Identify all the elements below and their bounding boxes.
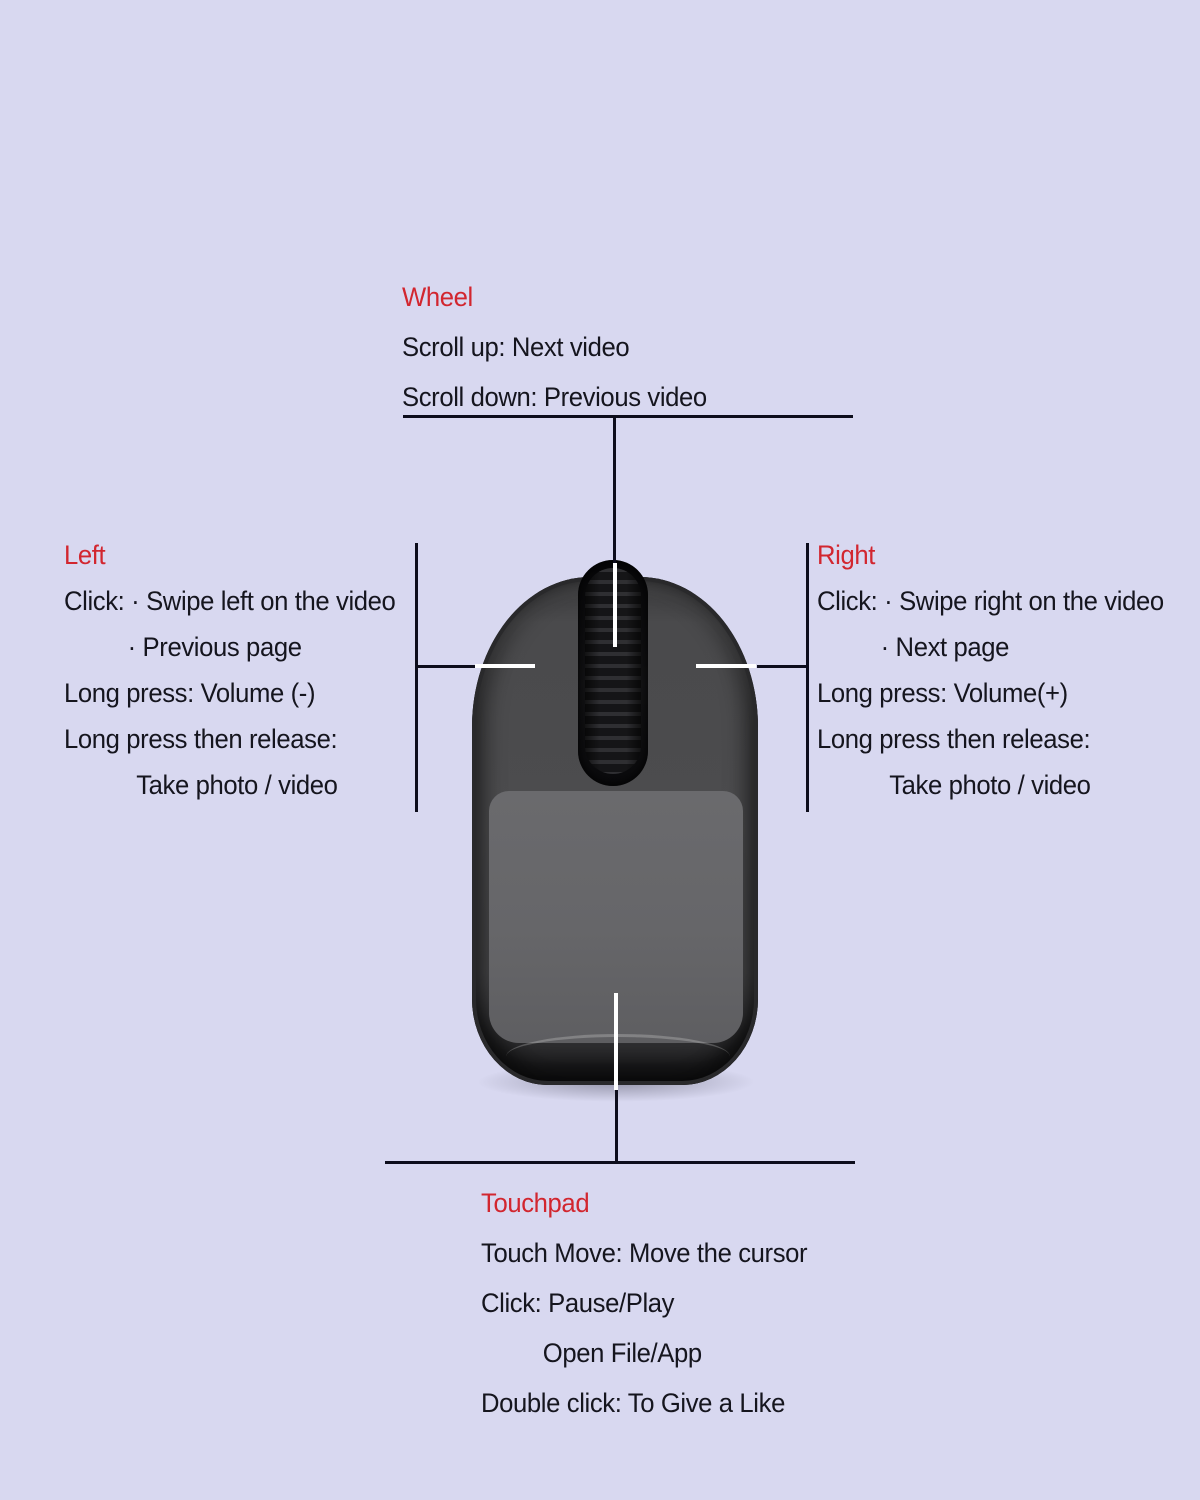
right-title: Right — [817, 540, 875, 570]
wheel-connector-vertical — [613, 418, 616, 565]
left-connector-vertical — [415, 543, 418, 812]
touchpad-connector-horizontal — [385, 1161, 855, 1164]
right-button-annotation: Right Click: · Swipe right on the video … — [817, 532, 1164, 808]
left-button-annotation: Left Click: · Swipe left on the video · … — [64, 532, 396, 808]
right-line: Long press: Volume(+) — [817, 678, 1068, 708]
touchpad-annotation: Touchpad Touch Move: Move the cursor Cli… — [481, 1178, 808, 1428]
left-line: · Previous page — [127, 632, 302, 662]
wheel-connector-horizontal — [403, 415, 853, 418]
right-button-pointer-line — [696, 664, 756, 668]
wheel-line: Scroll up: Next video — [402, 332, 630, 362]
touchpad-pointer-line — [614, 993, 618, 1090]
touchpad-line: Double click: To Give a Like — [481, 1388, 785, 1418]
left-button-pointer-line — [475, 664, 535, 668]
right-line: Click: · Swipe right on the video — [817, 586, 1164, 616]
left-connector-horizontal — [418, 665, 475, 668]
left-title: Left — [64, 540, 106, 570]
right-button — [644, 585, 746, 775]
left-line: Long press then release: — [64, 724, 338, 754]
touchpad-title: Touchpad — [481, 1188, 590, 1218]
left-button — [482, 585, 584, 775]
left-line: Long press: Volume (-) — [64, 678, 316, 708]
wheel-line: Scroll down: Previous video — [402, 382, 707, 412]
left-line: Take photo / video — [136, 770, 338, 800]
wheel-pointer-line — [613, 563, 617, 647]
right-connector-horizontal — [757, 665, 806, 668]
right-line: Take photo / video — [889, 770, 1091, 800]
touchpad-line: Click: Pause/Play — [481, 1288, 675, 1318]
touchpad-line: Open File/App — [542, 1338, 702, 1368]
wheel-annotation: Wheel Scroll up: Next video Scroll down:… — [402, 272, 707, 422]
mouse-gloss-highlight — [506, 1034, 730, 1079]
right-line: · Next page — [880, 632, 1010, 662]
touchpad-connector-vertical — [615, 1088, 618, 1163]
touchpad-line: Touch Move: Move the cursor — [481, 1238, 808, 1268]
right-connector-vertical — [806, 543, 809, 812]
left-line: Click: · Swipe left on the video — [64, 586, 396, 616]
right-line: Long press then release: — [817, 724, 1091, 754]
wheel-title: Wheel — [402, 282, 473, 312]
